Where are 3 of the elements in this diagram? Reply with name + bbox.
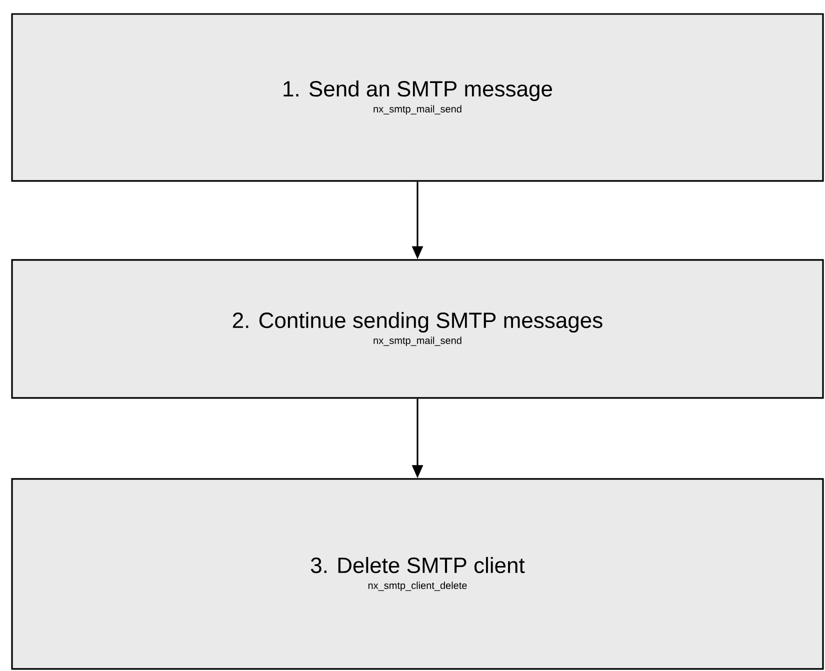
process-box: 3. Delete SMTP client nx_smtp_client_delete [11,478,824,670]
process-box: 1. Send an SMTP message nx_smtp_mail_send [11,13,824,182]
process-box: 2. Continue sending SMTP messages nx_smtp_mail_send [11,259,824,399]
